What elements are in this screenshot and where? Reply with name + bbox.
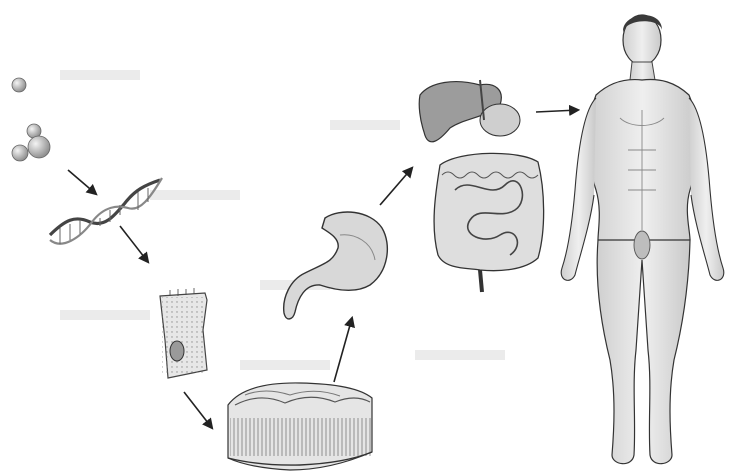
- human-body-icon: [561, 15, 724, 464]
- arrow-system-to-organism: [536, 110, 578, 112]
- atoms-molecule-icon: [12, 78, 50, 161]
- label-box-organism: [415, 350, 505, 360]
- arrow-organ-to-system: [380, 168, 412, 205]
- label-box-cell: [60, 310, 150, 320]
- label-box-tissue: [240, 360, 330, 370]
- arrow-atoms-to-molecule: [68, 170, 96, 194]
- arrow-molecule-to-cell: [120, 226, 148, 262]
- dna-helix-icon: [50, 178, 162, 244]
- arrow-tissue-to-organ: [334, 318, 352, 382]
- arrow-cell-to-tissue: [184, 392, 212, 428]
- label-box-molecule: [150, 190, 240, 200]
- label-box-atoms: [60, 70, 140, 80]
- cell-icon: [160, 288, 207, 378]
- digestive-system-icon: [419, 80, 543, 292]
- label-box-organ-system: [330, 120, 400, 130]
- stomach-icon: [284, 212, 388, 319]
- tissue-block-icon: [228, 383, 372, 470]
